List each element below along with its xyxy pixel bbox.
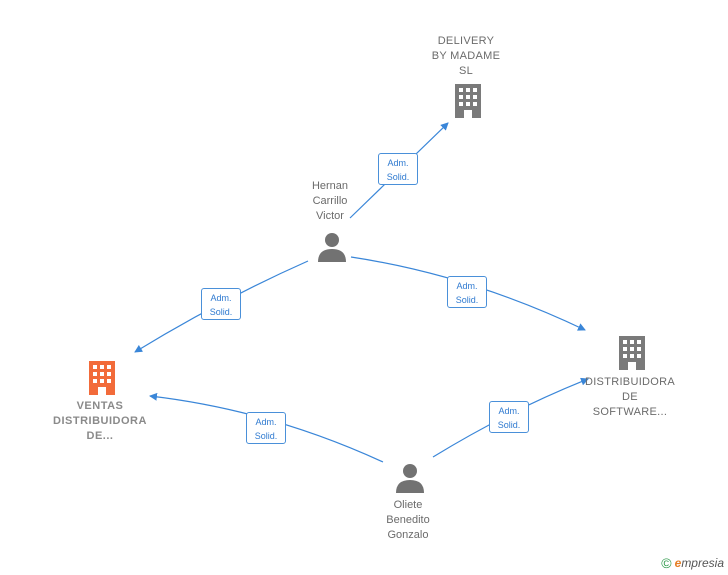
building-icon[interactable] xyxy=(452,84,484,118)
brand-initial: e xyxy=(674,556,682,570)
edge-label-oliete-distribuidora: Adm. Solid. xyxy=(489,401,529,433)
brand-logo: empresia xyxy=(675,556,724,570)
node-label-delivery[interactable]: DELIVERY BY MADAME SL xyxy=(431,35,501,77)
edge-label-oliete-ventas: Adm. Solid. xyxy=(246,412,286,444)
edge-label-line1: Adm. xyxy=(210,293,232,303)
brand-rest: mpresia xyxy=(681,556,724,570)
person-icon[interactable] xyxy=(316,232,348,262)
edge-label-hernan-ventas: Adm. Solid. xyxy=(201,288,241,320)
edge-label-line2: Solid. xyxy=(209,307,233,317)
edge-label-line2: Solid. xyxy=(254,431,278,441)
edge-label-line1: Adm. xyxy=(498,406,520,416)
empresia-watermark: © empresia xyxy=(661,555,724,571)
edge-label-line2: Solid. xyxy=(497,420,521,430)
building-icon[interactable] xyxy=(616,336,648,370)
node-label-hernan[interactable]: Hernan Carrillo Victor xyxy=(311,180,349,222)
node-label-distribuidora[interactable]: DISTRIBUIDORA DE SOFTWARE... xyxy=(584,376,676,418)
edge-label-line2: Solid. xyxy=(386,172,410,182)
person-icon[interactable] xyxy=(394,463,426,493)
node-label-oliete[interactable]: Oliete Benedito Gonzalo xyxy=(386,499,430,541)
edge-label-line1: Adm. xyxy=(456,281,478,291)
edge-label-hernan-distribuidora: Adm. Solid. xyxy=(447,276,487,308)
copyright-symbol: © xyxy=(661,555,672,571)
edge-label-hernan-delivery: Adm. Solid. xyxy=(378,153,418,185)
edge-label-line2: Solid. xyxy=(455,295,479,305)
node-label-ventas[interactable]: VENTAS DISTRIBUIDORA DE... xyxy=(53,400,147,442)
edge-label-line1: Adm. xyxy=(255,417,277,427)
building-icon[interactable] xyxy=(86,361,118,395)
edge-label-line1: Adm. xyxy=(387,158,409,168)
